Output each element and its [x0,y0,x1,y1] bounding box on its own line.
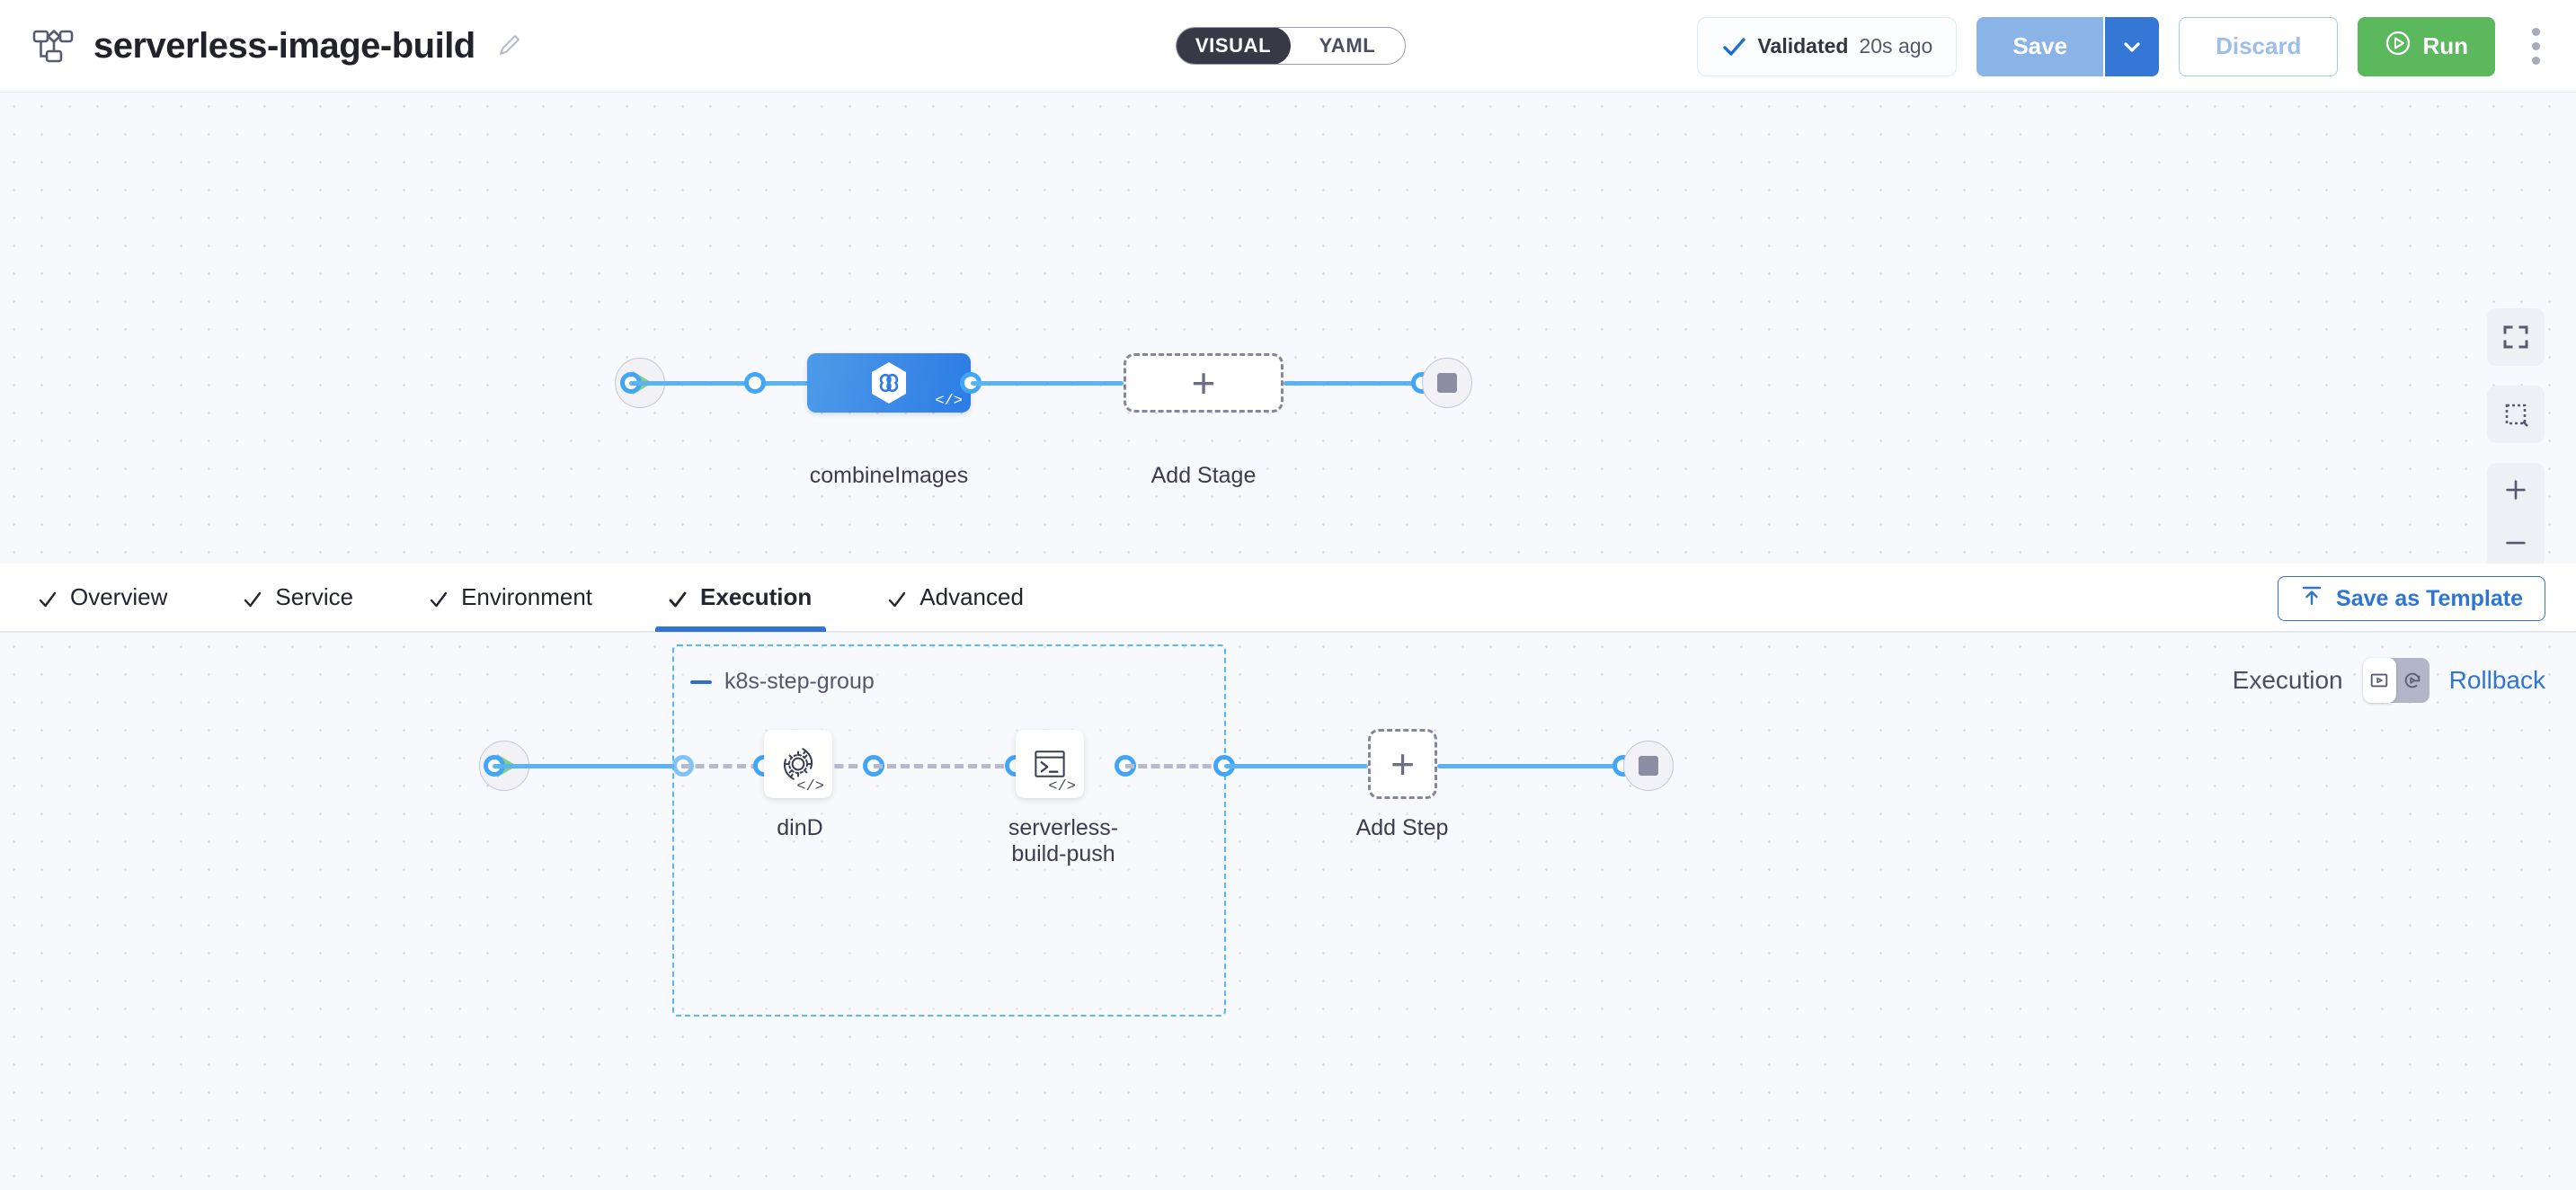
zoom-out-button[interactable] [2487,516,2545,564]
harness-hexagon-icon [872,362,906,404]
edge-stage-to-addstage [971,381,1124,386]
pipeline-nodes-icon [32,27,74,65]
visual-yaml-toggle[interactable]: VISUAL YAML [1176,27,1406,65]
tab-advanced[interactable]: Advanced [887,564,1056,632]
save-dropdown-chevron-down-icon[interactable] [2103,16,2160,76]
check-icon [1721,34,1746,59]
execution-end-node[interactable] [1623,741,1674,791]
stage-input-dot [744,372,766,394]
edge-addstep-to-end [1437,764,1621,768]
tab-service[interactable]: Service [243,564,386,632]
tab-execution[interactable]: Execution [655,564,844,632]
check-icon [887,588,907,608]
save-button-group[interactable]: Save [1976,16,2160,76]
pencil-edit-icon[interactable] [495,32,522,59]
tab-label: Advanced [919,583,1024,610]
add-stage-button[interactable]: + [1124,353,1284,413]
plus-icon: + [1390,741,1415,787]
header-left-group: serverless-image-build [0,26,522,67]
tab-label: Environment [461,583,593,610]
save-as-template-button[interactable]: Save as Template [2278,576,2545,621]
kebab-menu-icon[interactable] [2515,17,2556,76]
check-icon [429,588,449,608]
validated-timestamp: 20s ago [1859,34,1933,58]
rollback-mode-option[interactable] [2396,658,2429,703]
step-group-title: k8s-step-group [724,669,875,694]
canvas-controls [2487,308,2545,564]
edge-group-to-addstep [1224,764,1368,768]
validated-label: Validated [1757,34,1849,58]
tab-label: Overview [70,583,168,610]
step-label-dind: dinD [777,815,823,840]
edge-start-to-group [493,764,683,768]
dashed-square-icon [2505,404,2528,427]
tab-overview[interactable]: Overview [38,564,200,632]
check-icon [668,588,688,608]
edge-start-to-stage [629,381,814,386]
play-circle-icon [2385,30,2412,63]
stop-square-icon [1639,756,1658,776]
tab-label: Execution [700,583,813,610]
tab-list: Overview Service Environment Execution A… [0,564,1099,632]
edge-addstage-to-end [1284,381,1420,386]
selection-box-button[interactable] [2487,386,2545,443]
zoom-controls [2487,463,2545,564]
code-badge-icon: </> [796,778,824,795]
execution-graph-canvas[interactable]: Execution Rollback [0,632,2576,1190]
run-button[interactable]: Run [2358,16,2495,76]
mode-option-yaml[interactable]: YAML [1319,34,1376,57]
execution-play-frame-icon [2370,673,2388,688]
add-step-label: Add Step [1355,815,1449,840]
add-step-button[interactable]: + [1368,729,1437,799]
rollback-label[interactable]: Rollback [2448,666,2545,694]
plus-icon: + [1191,360,1216,406]
tab-environment[interactable]: Environment [429,564,625,632]
rollback-circular-arrow-icon [2404,672,2421,688]
execution-label: Execution [2232,666,2343,694]
header-actions: Validated 20s ago Save Discard Run [1697,0,2556,93]
stage-node-combineimages[interactable]: </> [807,353,971,413]
pipeline-end-node[interactable] [1422,358,1472,408]
edge-dind-to-build [874,764,1017,768]
code-badge-icon: </> [1048,778,1076,795]
stop-square-icon [1437,373,1457,393]
save-button[interactable]: Save [1976,16,2104,76]
edge-build-to-groupout [1125,764,1224,768]
discard-button[interactable]: Discard [2179,16,2339,76]
template-upload-icon [2300,584,2323,614]
step-group-container[interactable] [672,644,1226,1017]
stage-config-tabbar: Overview Service Environment Execution A… [0,564,2576,632]
stage-graph-canvas[interactable]: </> + combineImages Add Stage [0,93,2576,564]
stage-label-combineimages: combineImages [809,463,969,488]
step-node-dind[interactable]: </> [764,730,832,798]
expand-corners-icon [2503,325,2528,349]
mode-option-visual[interactable]: VISUAL [1177,28,1291,64]
status-badge-validated: Validated 20s ago [1697,16,1958,76]
check-icon [243,588,262,608]
run-button-label: Run [2422,32,2468,59]
tab-label: Service [275,583,354,610]
execution-rollback-toggle[interactable] [2362,658,2429,703]
plus-icon [2506,479,2526,500]
minus-icon [2506,541,2526,544]
gear-rotate-icon [783,748,813,780]
terminal-shell-icon [1035,750,1065,777]
check-icon [38,588,58,608]
step-node-serverless-build-push[interactable]: </> [1016,730,1084,798]
code-badge-icon: </> [935,393,963,410]
zoom-in-button[interactable] [2487,463,2545,516]
app-header: serverless-image-build VISUAL YAML Valid… [0,0,2576,93]
step-label-serverless-build-push: serverless-build-push [1008,815,1119,866]
fit-to-screen-button[interactable] [2487,308,2545,366]
execution-mode-option[interactable] [2362,658,2396,703]
execution-rollback-toolbar: Execution Rollback [2233,658,2545,703]
step-group-header: k8s-step-group [690,669,875,695]
save-as-template-label: Save as Template [2336,585,2523,611]
add-stage-label: Add Stage [1150,463,1257,488]
page-title: serverless-image-build [93,25,475,66]
minus-collapse-icon[interactable] [690,679,712,684]
